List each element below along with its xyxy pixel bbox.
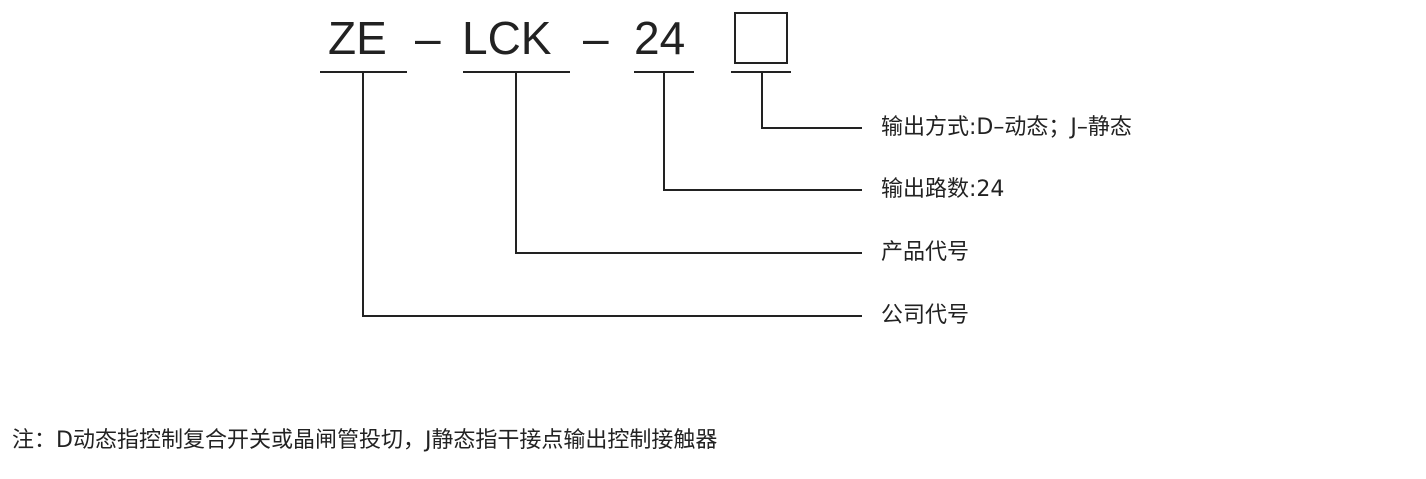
leader-company-code bbox=[362, 72, 862, 317]
code-segment-channels: 24 bbox=[634, 12, 686, 64]
leader-output-channels bbox=[663, 72, 862, 191]
label-output-mode: 输出方式:D–动态；J–静态 bbox=[881, 115, 1132, 140]
leader-output-mode bbox=[761, 72, 862, 129]
code-segment-output-mode-box bbox=[734, 12, 788, 64]
code-dash-2: – bbox=[583, 12, 609, 64]
label-output-channels: 输出路数:24 bbox=[881, 177, 1005, 202]
label-company-code: 公司代号 bbox=[881, 303, 970, 328]
code-segment-company: ZE bbox=[328, 12, 387, 64]
code-dash-1: – bbox=[415, 12, 441, 64]
label-product-code: 产品代号 bbox=[881, 240, 970, 265]
footnote: 注：D动态指控制复合开关或晶闸管投切，J静态指干接点输出控制接触器 bbox=[12, 428, 718, 453]
leader-product-code bbox=[515, 72, 862, 254]
code-segment-product: LCK bbox=[462, 12, 552, 64]
